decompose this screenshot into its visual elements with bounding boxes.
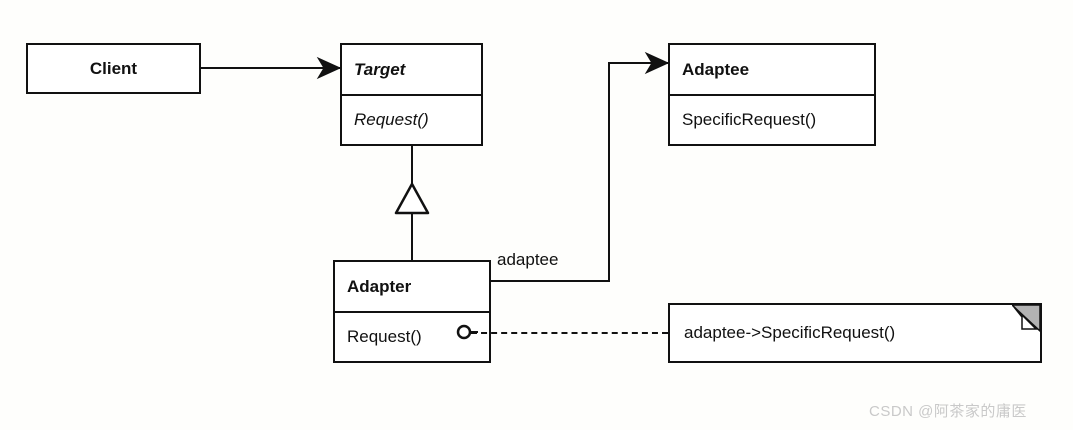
class-name-adaptee: Adaptee: [682, 59, 750, 79]
edge-line-adapter-to-adaptee-riser: [608, 62, 610, 282]
class-box-adaptee[interactable]: Adaptee SpecificRequest(): [668, 43, 876, 146]
note-fold-corner-icon: [1012, 305, 1040, 333]
note-text: adaptee->SpecificRequest(): [684, 323, 896, 342]
edge-line-request-to-note: [471, 332, 668, 334]
class-box-target[interactable]: Target Request(): [340, 43, 483, 146]
hollow-triangle-generalization-icon: [394, 182, 430, 215]
note-box-adaptee-call[interactable]: adaptee->SpecificRequest(): [668, 303, 1042, 363]
edge-label-adaptee: adaptee: [497, 250, 559, 269]
edge-line-adapter-to-adaptee-bottom: [491, 280, 610, 282]
edge-line-adapter-to-target-upper: [411, 146, 413, 186]
class-name-adapter: Adapter: [347, 276, 412, 296]
class-operation-adapter-request: Request(): [335, 311, 489, 361]
watermark-text: CSDN @阿茶家的庸医: [869, 403, 1027, 420]
class-name-client: Client: [89, 58, 138, 78]
edge-line-client-to-target: [200, 67, 340, 69]
class-operation-target-request: Request(): [342, 94, 481, 144]
class-box-adapter[interactable]: Adapter Request(): [333, 260, 491, 363]
edge-line-adapter-to-target-lower: [411, 212, 413, 260]
edge-line-adapter-to-adaptee-top: [608, 62, 668, 64]
class-box-client[interactable]: Client: [26, 43, 201, 94]
class-operation-adaptee-specificrequest: SpecificRequest(): [670, 94, 874, 144]
class-name-target: Target: [354, 59, 406, 79]
